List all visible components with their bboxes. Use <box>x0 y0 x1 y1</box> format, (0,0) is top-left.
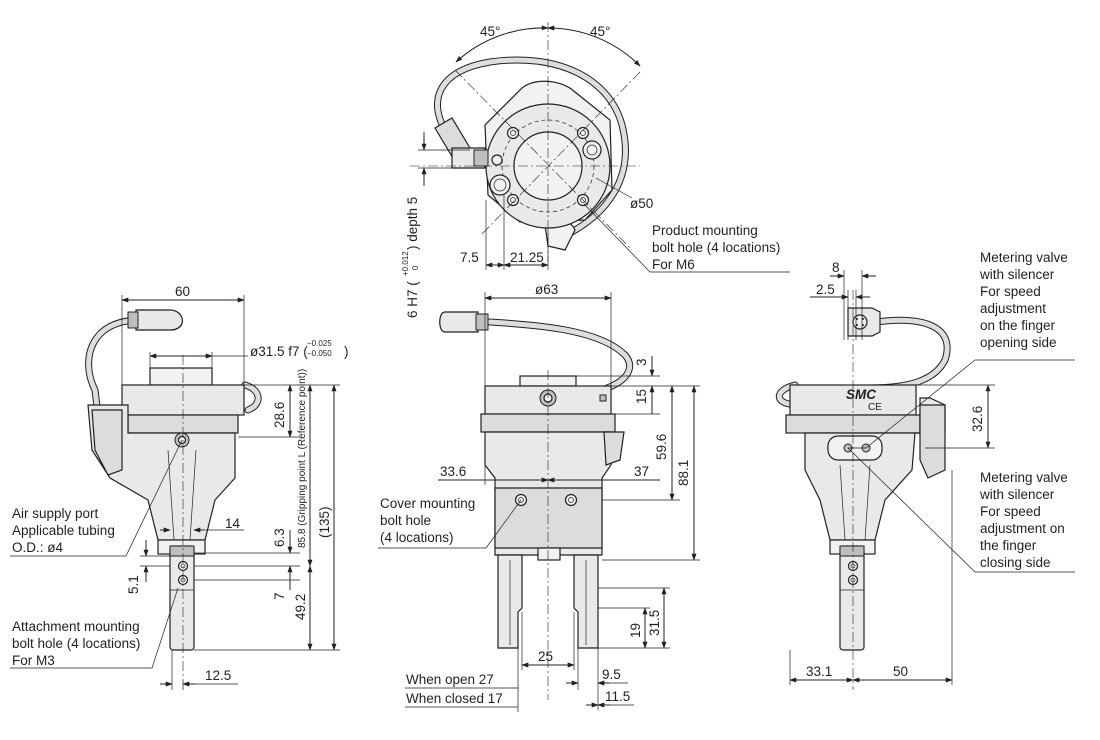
product-mounting-note-line3: For M6 <box>652 257 695 272</box>
left-view-attachment <box>169 545 195 651</box>
dim-5-1: 5.1 <box>126 575 141 594</box>
when-open-note: When open 27 <box>406 672 494 687</box>
dim-31-5: 31.5 <box>647 610 662 636</box>
dim-3: 3 <box>634 358 649 366</box>
attach-note-line2: bolt hole (4 locations) <box>12 636 140 651</box>
dim-50: 50 <box>893 664 908 679</box>
dim-19: 19 <box>628 623 643 638</box>
dim-7-5: 7.5 <box>460 250 479 265</box>
valve-open-note-line3: For speed <box>980 284 1041 299</box>
valve-open-note-line5: on the finger <box>980 318 1056 333</box>
angle-45-left: 45° <box>480 24 500 39</box>
dim-37: 37 <box>634 464 649 479</box>
attach-note-line1: Attachment mounting <box>12 619 140 634</box>
dim-88-1: 88.1 <box>676 460 691 486</box>
valve-close-note-line2: with silencer <box>979 487 1055 502</box>
dia-50-label: ø50 <box>630 196 653 211</box>
dim-12-5: 12.5 <box>205 668 231 683</box>
valve-open-note-line1: Metering valve <box>980 250 1068 265</box>
cover-note-line1: Cover mounting <box>380 496 475 511</box>
svg-text:+0.012: +0.012 <box>401 251 410 276</box>
air-supply-note-line3: O.D.: ø4 <box>12 540 63 555</box>
smc-brand: SMC <box>846 387 876 402</box>
when-closed-note: When closed 17 <box>406 691 503 706</box>
svg-text:0: 0 <box>411 265 420 270</box>
svg-text:−0.025: −0.025 <box>307 339 332 348</box>
dia-63: ø63 <box>535 282 558 297</box>
valve-open-note-line6: opening side <box>980 335 1057 350</box>
air-supply-note-line2: Applicable tubing <box>12 523 115 538</box>
dim-11-5: 11.5 <box>605 689 630 704</box>
dim-2-5: 2.5 <box>816 282 835 297</box>
dim-33-6: 33.6 <box>440 464 466 479</box>
product-mounting-note-line2: bolt hole (4 locations) <box>652 240 780 255</box>
dim-14: 14 <box>225 516 241 531</box>
dia-pilot-label: ø31.5 f7 ( −0.025 −0.050 ) <box>250 339 349 359</box>
valve-open-note-line4: adjustment <box>980 301 1046 316</box>
dim-59-6: 59.6 <box>654 434 669 460</box>
valve-close-note-line5: the finger <box>980 538 1037 553</box>
dim-25: 25 <box>538 649 553 664</box>
top-view: 45° 45° ø50 7.5 21.25 6 H7 ( +0.012 0 ) … <box>401 22 790 318</box>
cover-note-line2: bolt hole <box>380 513 431 528</box>
hole-h7-depth-label: 6 H7 ( +0.012 0 ) depth 5 <box>401 197 420 318</box>
angle-45-right: 45° <box>590 24 610 39</box>
valve-close-note-line1: Metering valve <box>980 470 1068 485</box>
valve-close-note-line4: adjustment on <box>980 521 1065 536</box>
dim-9-5: 9.5 <box>602 667 621 682</box>
front-view: ø63 3 15 59.6 88.1 33.6 37 25 19 31.5 <box>378 282 700 712</box>
dim-gripping-point: 85.8 (Gripping point L (Reference point)… <box>297 369 308 548</box>
ce-mark: CE <box>868 402 882 413</box>
dim-60: 60 <box>175 284 190 299</box>
dim-8: 8 <box>832 260 840 275</box>
dim-28-6: 28.6 <box>272 402 287 428</box>
right-view: SMC CE 8 2.5 32.6 <box>775 250 1075 690</box>
dim-6-3: 6.3 <box>272 528 287 547</box>
top-view-fitting <box>434 117 503 169</box>
svg-text:−0.050: −0.050 <box>307 349 332 358</box>
dim-21-25: 21.25 <box>510 250 544 265</box>
valve-close-note-line3: For speed <box>980 504 1041 519</box>
left-view-pilot <box>149 367 213 386</box>
left-view-cable <box>85 309 262 419</box>
left-view: 60 ø31.5 f7 ( −0.025 −0.050 ) 28.6 14 6.… <box>10 284 349 690</box>
valve-open-note-line2: with silencer <box>979 267 1055 282</box>
valve-close-note-line6: closing side <box>980 555 1051 570</box>
svg-text:6 H7 (: 6 H7 ( <box>405 281 420 318</box>
cover-mounting-bolt-holes <box>514 493 578 507</box>
product-mounting-bolt-holes <box>489 126 602 207</box>
cover-note-line3: (4 locations) <box>380 530 454 545</box>
dim-7: 7 <box>272 592 287 600</box>
air-supply-note-line1: Air supply port <box>12 506 99 521</box>
dim-135: (135) <box>317 506 332 538</box>
dim-15: 15 <box>634 389 649 404</box>
attach-note-line3: For M3 <box>12 653 55 668</box>
front-view-fingers <box>497 554 599 649</box>
svg-text:) depth 5: ) depth 5 <box>405 197 420 250</box>
product-mounting-note-line1: Product mounting <box>652 223 758 238</box>
dim-49-2: 49.2 <box>293 594 308 620</box>
right-view-body <box>804 397 946 541</box>
dim-33-1: 33.1 <box>806 664 832 679</box>
svg-text:ø31.5 f7 (: ø31.5 f7 ( <box>250 344 308 359</box>
right-view-attachment <box>839 545 865 651</box>
dim-32-6: 32.6 <box>970 406 985 432</box>
svg-text:): ) <box>344 344 349 359</box>
